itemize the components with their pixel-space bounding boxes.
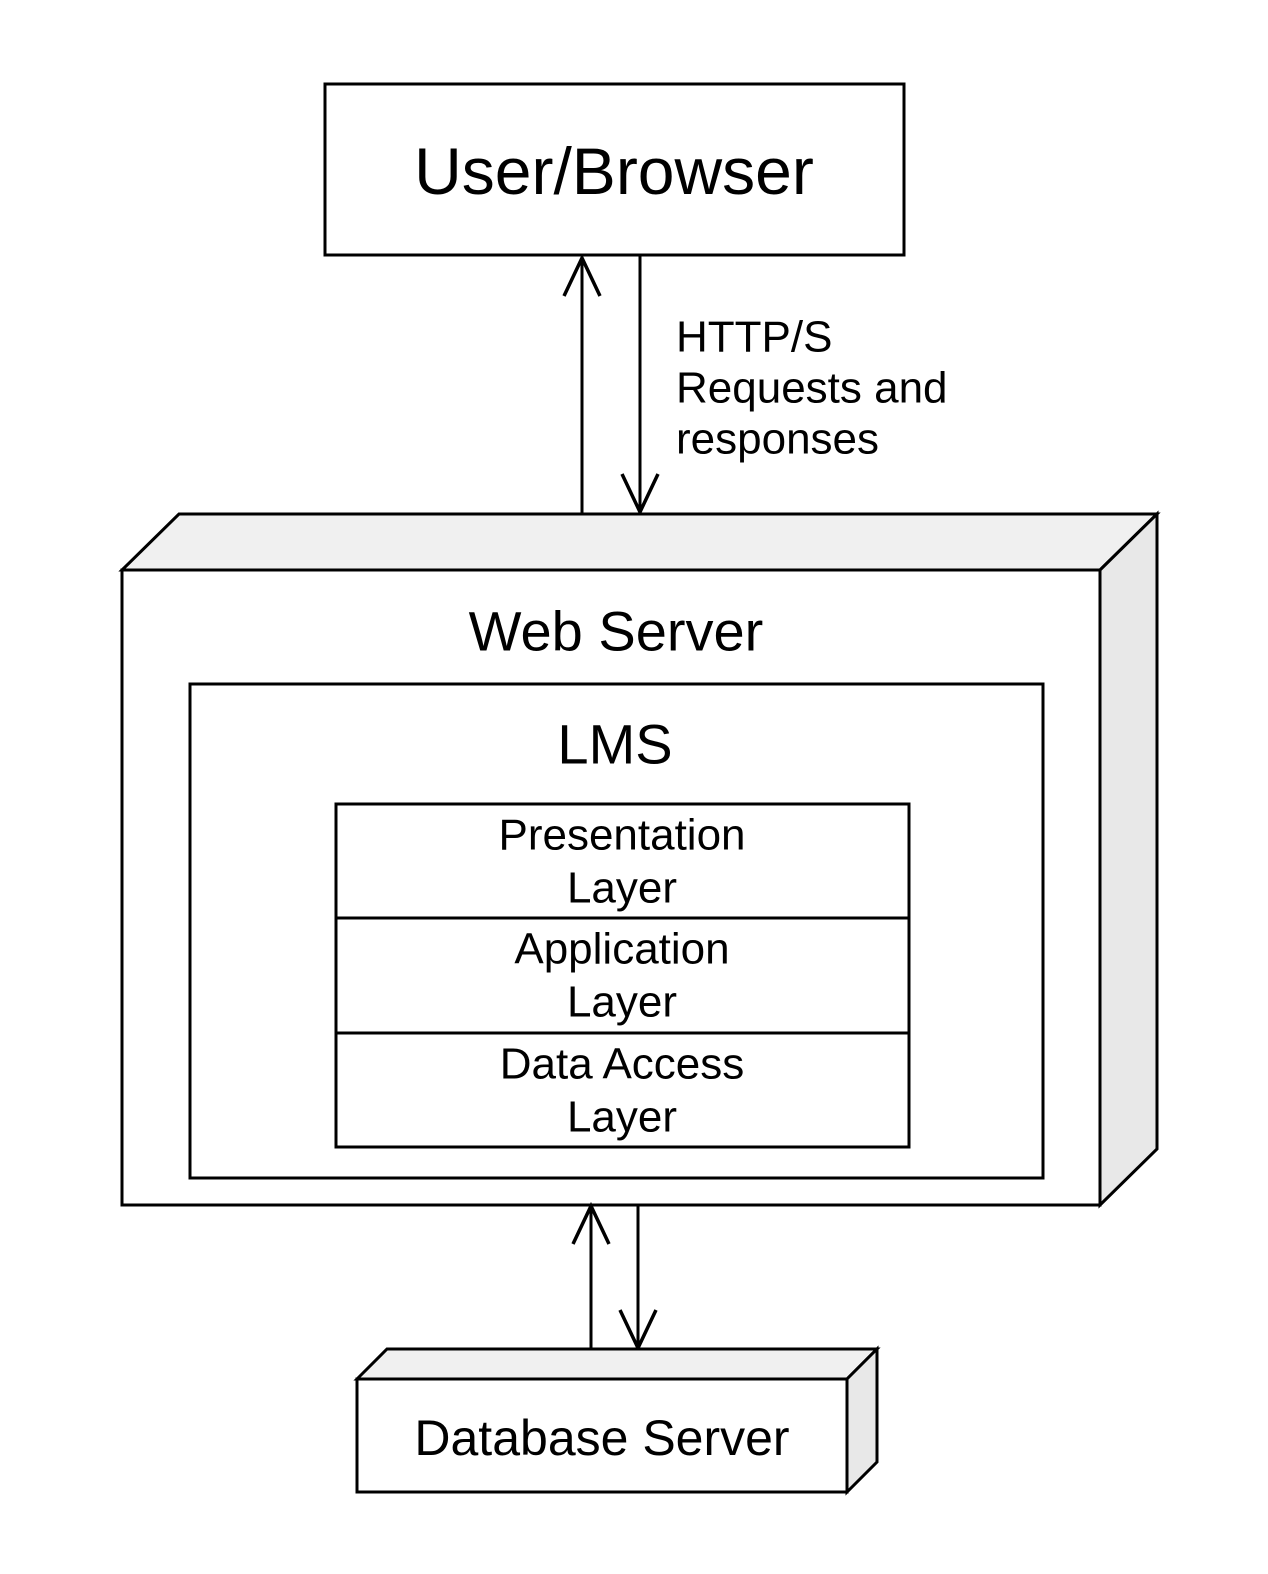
layer-presentation-line1: Presentation [498, 811, 745, 860]
http-label-line3: responses [676, 415, 879, 464]
layer-data-access-line1: Data Access [500, 1040, 745, 1089]
database-server-box-top-face [353, 1347, 881, 1381]
layer-data-access-line2: Layer [567, 1093, 677, 1142]
http-arrow-up-head [562, 253, 602, 297]
layer-presentation-line2: Layer [567, 864, 677, 913]
http-label-line2: Requests and [676, 364, 948, 413]
layer-stack-box [334, 802, 911, 1149]
user-browser-label: User/Browser [414, 134, 814, 208]
user-browser-box [323, 82, 906, 257]
database-server-label: Database Server [414, 1410, 789, 1466]
database-server-box-front-face [355, 1377, 849, 1494]
web-server-box-side-face [1098, 510, 1159, 1209]
lms-label: LMS [557, 713, 672, 776]
db-arrow-up-head [571, 1201, 611, 1245]
http-arrow-down-head [620, 473, 660, 517]
layer-application-line1: Application [514, 925, 729, 974]
web-server-box-top-face [118, 512, 1161, 572]
http-label-line1: HTTP/S [676, 313, 832, 362]
web-server-label: Web Server [469, 600, 764, 663]
layer-application-line2: Layer [567, 978, 677, 1027]
